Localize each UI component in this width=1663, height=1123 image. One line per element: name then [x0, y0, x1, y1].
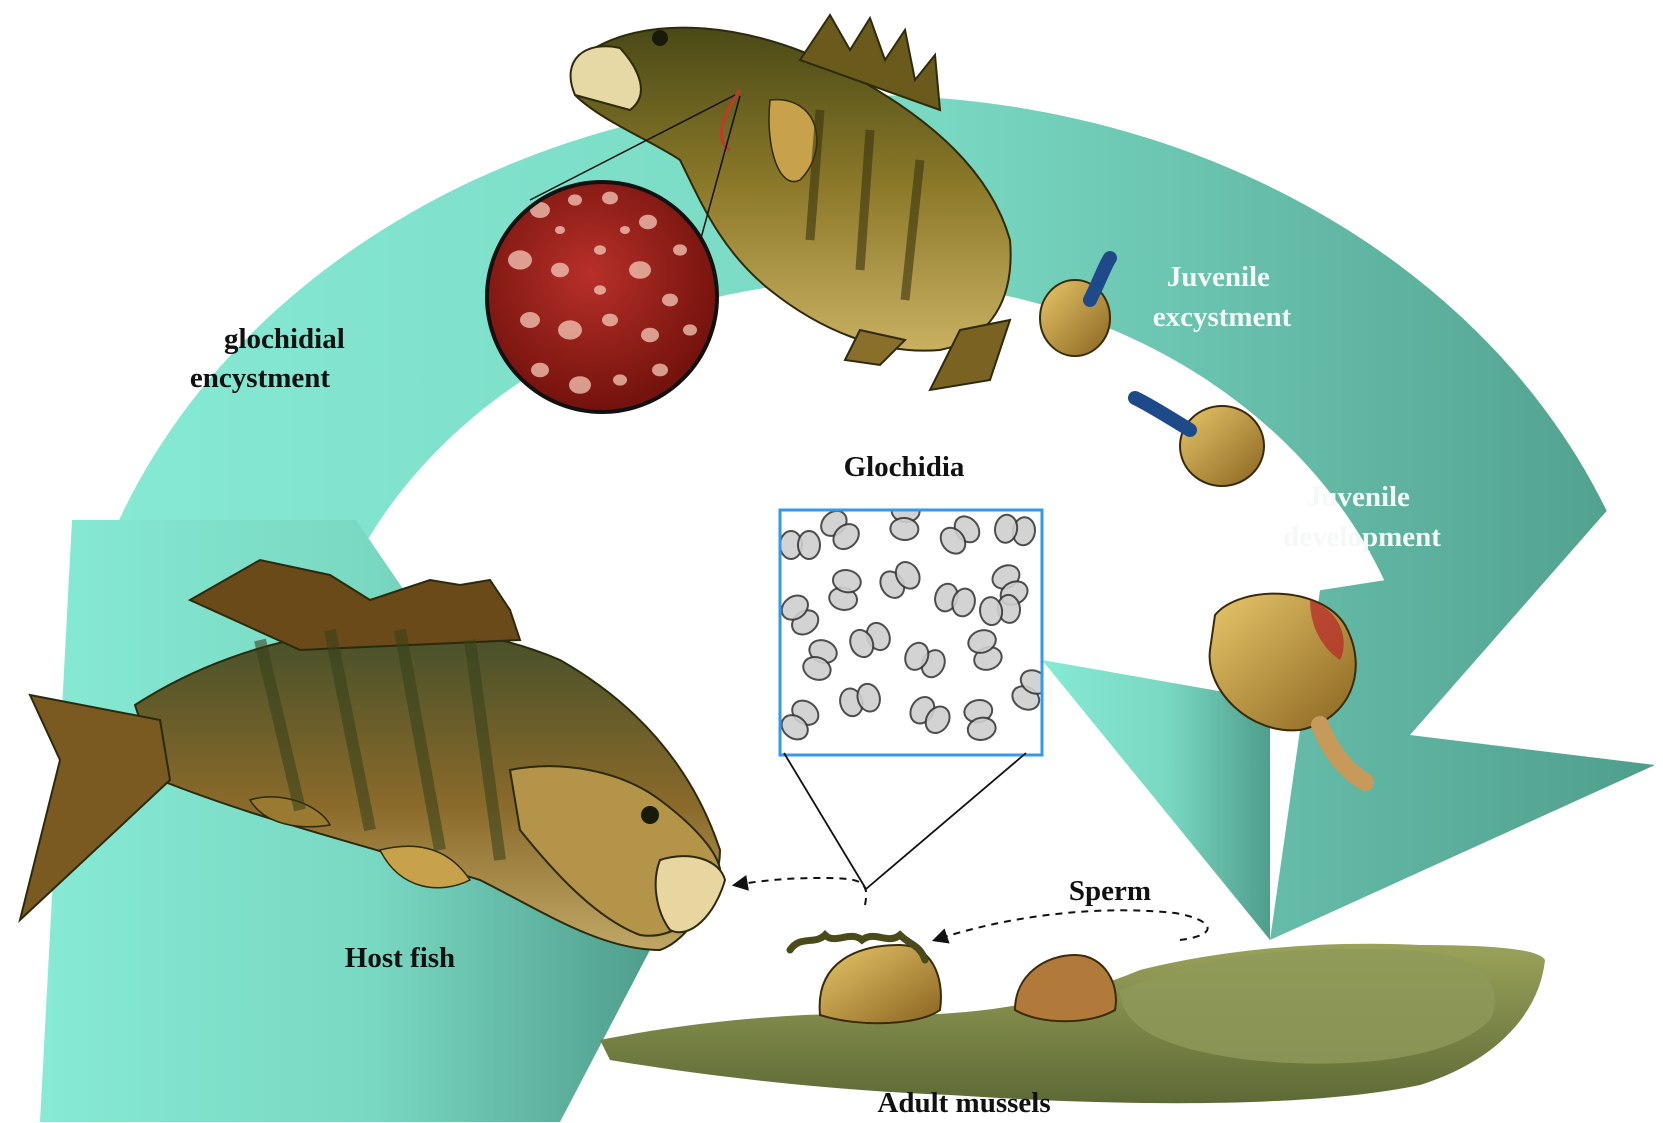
cyst-bubble [602, 192, 618, 205]
label-sperm: Sperm [1069, 875, 1151, 907]
cyst-bubble [558, 320, 582, 339]
panel-line-left [784, 753, 866, 889]
glochidia-panel [777, 499, 1052, 755]
mussel-bed [600, 935, 1545, 1103]
glochidia-release-arrow [735, 878, 866, 905]
juvenile-mussel-icon [1180, 406, 1264, 486]
cyst-bubble [673, 244, 687, 255]
cyst-bubble [594, 245, 606, 255]
fish-eye [652, 30, 668, 46]
cyst-bubble [520, 312, 540, 328]
open-mouth [656, 856, 725, 932]
label-adult-mussels: Adult mussels [877, 1087, 1050, 1119]
cyst-bubble [568, 194, 582, 205]
juvenile-2 [1135, 398, 1264, 486]
adult-mussel-2 [1015, 955, 1116, 1021]
cyst-bubble [508, 250, 532, 269]
juvenile-foot [1135, 398, 1190, 430]
cyst-bubble [551, 263, 569, 277]
cyst-bubble [602, 314, 618, 327]
cyst-bubble [594, 285, 606, 295]
cyst-bubble [555, 226, 565, 234]
sperm-arrow [935, 910, 1208, 940]
fish-eye [641, 806, 659, 824]
cyst-bubble [620, 226, 630, 234]
cyst-bubble [641, 328, 659, 342]
panel-line-right [866, 753, 1026, 889]
gill-cyst-magnified-icon [487, 182, 717, 412]
cyst-bubble [639, 215, 657, 229]
cyst-bubble [613, 374, 627, 385]
cyst-bubble [683, 324, 697, 335]
cyst-bubble [629, 261, 651, 279]
label-glochidia: Glochidia [844, 451, 965, 483]
glochidium-icon [993, 513, 1037, 546]
cyst-bubble [662, 294, 678, 307]
cyst-bubble [652, 364, 668, 377]
glochidium-icon [890, 499, 921, 541]
label-host-fish: Host fish [345, 942, 455, 974]
cyst-bubble [569, 376, 591, 394]
glochidium-icon [978, 594, 1021, 627]
cyst-bubble [531, 363, 549, 377]
glochidium-icon [780, 531, 820, 559]
